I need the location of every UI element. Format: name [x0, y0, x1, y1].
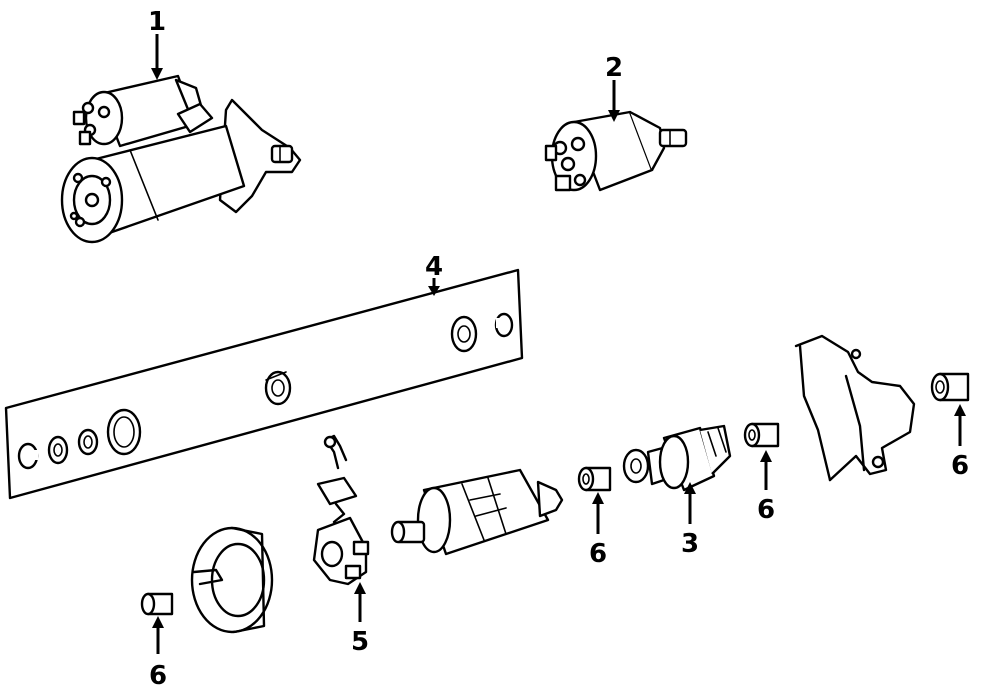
kit-snap-ring-right: [494, 312, 514, 338]
callout-6d-label: 6: [951, 451, 969, 481]
brush-holder: [312, 434, 370, 586]
bushing-lower-left: [140, 592, 174, 616]
kit-washer-1: [47, 435, 69, 465]
kit-nut: [450, 315, 478, 353]
callout-1-label: 1: [148, 7, 166, 37]
armature: [390, 468, 564, 556]
callout-6c-label: 6: [757, 495, 775, 525]
callout-arrows: [151, 34, 966, 654]
callout-3-label: 3: [681, 529, 699, 559]
callout-5-label: 5: [351, 627, 369, 657]
kit-seal-ring: [106, 408, 142, 456]
callout-6b-label: 6: [589, 539, 607, 569]
drive-pinion: [622, 424, 732, 492]
callout-2-label: 2: [605, 53, 623, 83]
solenoid: [544, 110, 688, 192]
starter-motor-assembly: [60, 74, 302, 244]
kit-snap-ring-left: [17, 442, 39, 470]
bushing-far-right: [930, 372, 970, 402]
callout-6a-label: 6: [149, 661, 167, 691]
callout-4-label: 4: [425, 252, 443, 282]
kit-bushing-mid: [264, 370, 292, 406]
bushing-right: [743, 422, 780, 448]
kit-washer-2: [77, 428, 99, 456]
repair-kit-panel: [4, 268, 524, 500]
drive-end-housing: [794, 334, 916, 482]
bushing-center: [577, 466, 612, 492]
commutator-end-housing: [190, 526, 274, 634]
